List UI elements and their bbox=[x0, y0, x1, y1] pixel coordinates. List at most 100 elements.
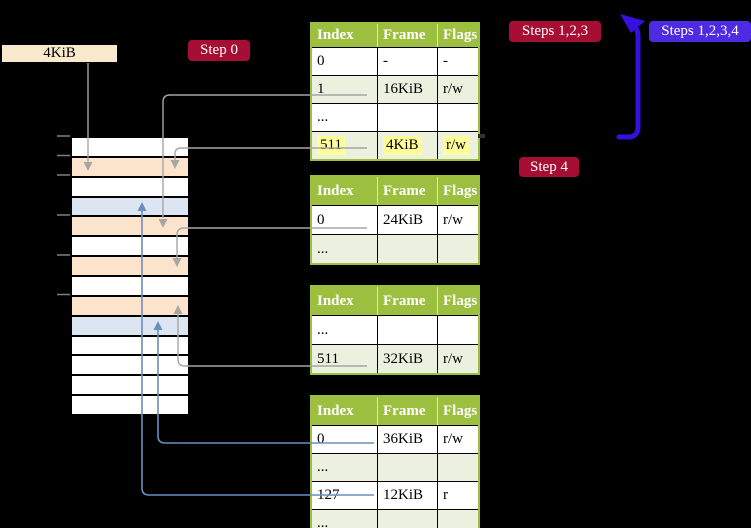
cell-frame: 24KiB bbox=[377, 206, 437, 234]
loop-arrow-shaft bbox=[616, 21, 641, 140]
highlight: 4KiB bbox=[383, 136, 422, 155]
step4-badge: Step 4 bbox=[519, 157, 579, 177]
memory-row-blue bbox=[72, 195, 188, 216]
header-index: Index bbox=[317, 292, 354, 309]
step4-label: Step 4 bbox=[530, 158, 568, 175]
page-table-1: Index Frame Flags 0 - - 1 16KiB r/w ... … bbox=[310, 22, 480, 161]
table-row: 511 32KiB r/w bbox=[312, 344, 478, 373]
cell-index: ... bbox=[312, 510, 377, 528]
steps1234-badge: Steps 1,2,3,4 bbox=[649, 21, 751, 42]
header-flags: Flags bbox=[437, 177, 478, 205]
cell-flags: r bbox=[437, 482, 478, 509]
cell-frame: 36KiB bbox=[377, 426, 437, 453]
step0-label: Step 0 bbox=[200, 42, 238, 58]
cell-flags: r/w bbox=[437, 76, 478, 103]
highlight: r/w bbox=[443, 136, 469, 155]
cell-flags bbox=[437, 510, 478, 528]
memory-row-white bbox=[72, 374, 188, 395]
table-header-row: Index Frame Flags bbox=[312, 177, 478, 205]
header-flags: Flags bbox=[437, 397, 478, 425]
cell-index: 127 bbox=[312, 482, 377, 509]
header-flags: Flags bbox=[437, 24, 478, 47]
table-header-row: Index Frame Flags bbox=[312, 24, 478, 47]
header-index: Index bbox=[317, 402, 354, 419]
page-table-4: Index Frame Flags 0 36KiB r/w ... 127 12… bbox=[310, 395, 480, 528]
cell-index: 511 bbox=[312, 132, 377, 159]
cell-index: ... bbox=[312, 316, 377, 344]
memory-row-white bbox=[72, 138, 188, 156]
table-row: ... bbox=[312, 315, 478, 344]
memory-row-orange bbox=[72, 215, 188, 236]
steps123-badge: Steps 1,2,3 bbox=[509, 21, 601, 42]
cell-frame: 16KiB bbox=[377, 76, 437, 103]
header-flags: Flags bbox=[437, 287, 478, 315]
memory-row-white bbox=[72, 394, 188, 415]
memory-row-white bbox=[72, 334, 188, 355]
table-header-row: Index Frame Flags bbox=[312, 287, 478, 315]
cell-flags bbox=[437, 104, 478, 131]
table-row: ... bbox=[312, 509, 478, 528]
table-header-row: Index Frame Flags bbox=[312, 397, 478, 425]
frame-size-box: 4KiB bbox=[0, 43, 119, 64]
cell-frame: 12KiB bbox=[377, 482, 437, 509]
table-row: 0 36KiB r/w bbox=[312, 425, 478, 453]
memory-row-blue bbox=[72, 314, 188, 335]
cell-flags bbox=[437, 235, 478, 263]
header-frame: Frame bbox=[377, 24, 437, 47]
memory-row-orange bbox=[72, 294, 188, 315]
cell-index: 0 bbox=[312, 48, 377, 75]
cell-flags bbox=[437, 316, 478, 344]
table-row: ... bbox=[312, 103, 478, 131]
cell-flags bbox=[437, 454, 478, 481]
header-frame: Frame bbox=[377, 287, 437, 315]
memory-strip bbox=[70, 136, 190, 416]
cell-frame: 32KiB bbox=[377, 345, 437, 373]
table-row: 1 16KiB r/w bbox=[312, 75, 478, 103]
cell-index: 1 bbox=[312, 76, 377, 103]
page-table-2: Index Frame Flags 0 24KiB r/w ... bbox=[310, 175, 480, 265]
table-row: 0 24KiB r/w bbox=[312, 205, 478, 234]
cell-frame: 4KiB bbox=[377, 132, 437, 159]
cell-index: 0 bbox=[312, 426, 377, 453]
loop-arrowhead bbox=[620, 14, 645, 33]
memory-row-white bbox=[72, 275, 188, 295]
table-row: 127 12KiB r bbox=[312, 481, 478, 509]
header-frame: Frame bbox=[377, 397, 437, 425]
cell-flags: r/w bbox=[437, 132, 478, 159]
highlight: 511 bbox=[317, 136, 345, 155]
cell-frame bbox=[377, 454, 437, 481]
step0-badge: Step 0 bbox=[188, 40, 250, 61]
cell-frame bbox=[377, 510, 437, 528]
frame-size-label: 4KiB bbox=[43, 45, 76, 61]
table-row: 0 - - bbox=[312, 47, 478, 75]
cell-frame bbox=[377, 316, 437, 344]
header-frame: Frame bbox=[377, 177, 437, 205]
cell-index: 0 bbox=[312, 206, 377, 234]
steps123-label: Steps 1,2,3 bbox=[521, 23, 589, 39]
cell-index: ... bbox=[312, 454, 377, 481]
cell-flags: - bbox=[437, 48, 478, 75]
cell-flags: r/w bbox=[437, 345, 478, 373]
cell-flags: r/w bbox=[437, 206, 478, 234]
memory-row-white bbox=[72, 175, 188, 196]
memory-row-orange bbox=[72, 255, 188, 276]
header-index: Index bbox=[317, 182, 354, 199]
cell-flags: r/w bbox=[437, 426, 478, 453]
page-table-3: Index Frame Flags ... 511 32KiB r/w bbox=[310, 285, 480, 375]
cell-index: ... bbox=[312, 235, 377, 263]
cell-index: ... bbox=[312, 104, 377, 131]
address-ticks bbox=[57, 135, 70, 296]
cell-index: 511 bbox=[312, 345, 377, 373]
memory-row-white bbox=[72, 235, 188, 256]
steps1234-label: Steps 1,2,3,4 bbox=[661, 23, 739, 39]
cell-frame bbox=[377, 235, 437, 263]
table-row: ... bbox=[312, 453, 478, 481]
memory-row-white bbox=[72, 354, 188, 375]
cell-frame: - bbox=[377, 48, 437, 75]
table-row: ... bbox=[312, 234, 478, 263]
cell-frame bbox=[377, 104, 437, 131]
header-index: Index bbox=[317, 27, 354, 43]
steps-loop-arrow bbox=[616, 14, 645, 140]
memory-row-orange bbox=[72, 155, 188, 176]
